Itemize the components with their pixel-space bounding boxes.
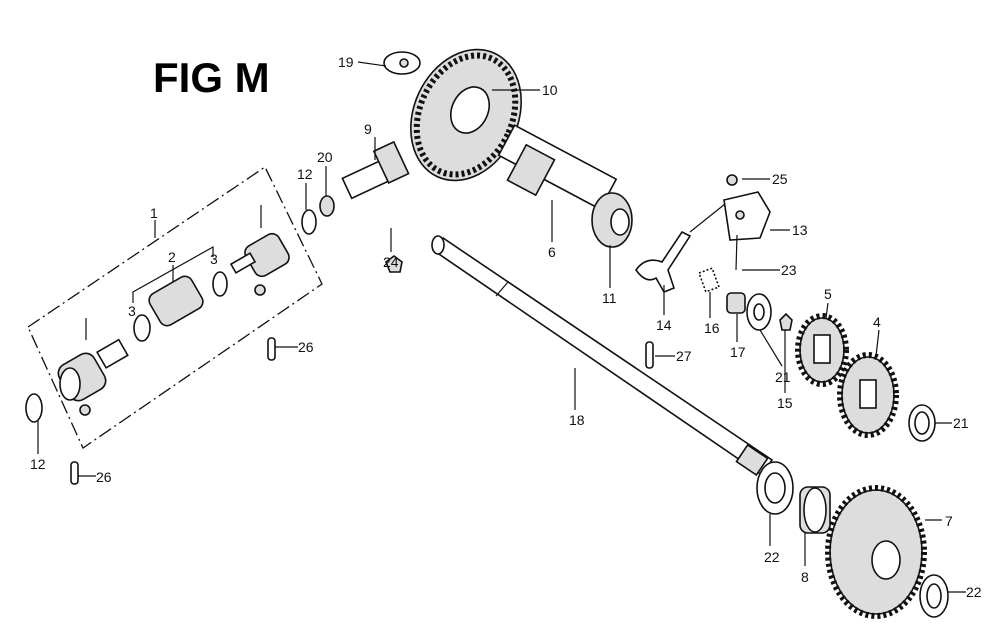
leader-lines (37, 61, 966, 593)
pinion-shaft (341, 140, 410, 273)
callout-8: 8 (801, 569, 809, 585)
callout-25: 25 (772, 171, 788, 187)
callout-4: 4 (873, 314, 881, 330)
callout-15: 15 (777, 395, 793, 411)
main-shaft (431, 235, 774, 477)
countershaft (497, 124, 633, 248)
callout-17: 17 (730, 344, 746, 360)
figure-title: FIG M (153, 54, 270, 101)
callout-10: 10 (542, 82, 558, 98)
callout-12: 12 (30, 456, 46, 472)
callout-3: 3 (210, 251, 218, 267)
callout-14: 14 (656, 317, 672, 333)
callout-3: 3 (128, 303, 136, 319)
callout-21: 21 (775, 369, 791, 385)
callout-5: 5 (824, 286, 832, 302)
sprockets (795, 313, 936, 442)
assembly-box (27, 166, 323, 449)
output-gear-set (756, 461, 949, 619)
callout-16: 16 (704, 320, 720, 336)
callout-1: 1 (150, 205, 158, 221)
callout-21: 21 (953, 415, 969, 431)
callout-7: 7 (945, 513, 953, 529)
callout-22: 22 (764, 549, 780, 565)
callout-27: 27 (676, 348, 692, 364)
callout-2: 2 (168, 249, 176, 265)
callout-24: 24 (383, 254, 399, 270)
callout-13: 13 (792, 222, 808, 238)
callout-26: 26 (298, 339, 314, 355)
callout-12: 12 (297, 166, 313, 182)
callout-6: 6 (548, 244, 556, 260)
callout-23: 23 (781, 262, 797, 278)
shift-fork (635, 199, 772, 331)
callout-22: 22 (966, 584, 982, 600)
callout-11: 11 (602, 290, 617, 306)
callout-9: 9 (364, 121, 372, 137)
callout-19: 19 (338, 54, 354, 70)
callout-18: 18 (569, 412, 585, 428)
callout-20: 20 (317, 149, 333, 165)
callouts: 1 2 3 3 4 5 6 7 8 9 10 11 12 12 13 14 15… (30, 54, 982, 600)
callout-26: 26 (96, 469, 112, 485)
o-ring (133, 314, 151, 342)
stopper-plate (723, 174, 793, 331)
left-shaft-assembly (25, 195, 335, 485)
o-ring (212, 271, 228, 297)
